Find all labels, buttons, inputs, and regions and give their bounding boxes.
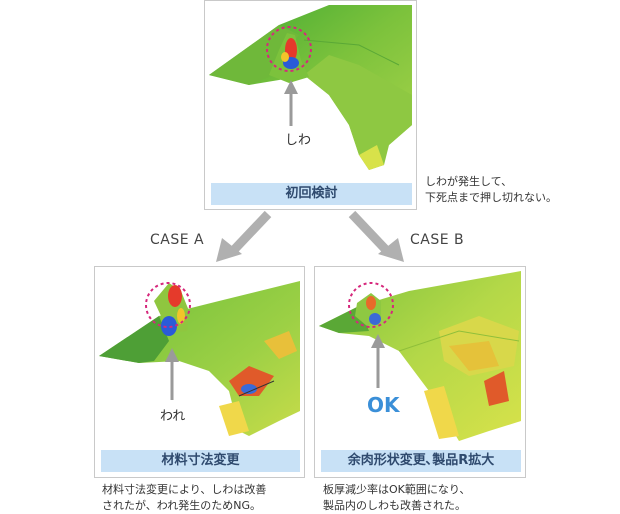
case-b-caption: 余肉形状変更､製品R拡大 (321, 450, 521, 472)
wrinkle-callout-label: しわ (285, 133, 312, 148)
initial-study-panel: 初回検討 しわ (204, 0, 417, 210)
case-a-caption: 材料寸法変更 (101, 450, 300, 472)
case-a-panel: 材料寸法変更 われ (94, 266, 305, 478)
arrow-to-case-b (348, 210, 404, 262)
ok-pointer-arrow (371, 334, 385, 388)
case-a-note: 材料寸法変更により、しわは改善 されたが、われ発生のためNG。 (102, 483, 267, 512)
case-a-simulation-image (99, 271, 300, 449)
initial-study-caption: 初回検討 (211, 183, 412, 205)
case-b-panel: 余肉形状変更､製品R拡大 OK (314, 266, 526, 478)
crack-callout-label: われ (160, 409, 186, 424)
initial-study-note: しわが発生して、 下死点まで押し切れない。 (425, 175, 557, 204)
case-b-label: CASE B (410, 232, 465, 248)
crack-highlight-ring (145, 282, 191, 328)
case-b-note: 板厚減少率はOK範囲になり、 製品内のしわも改善された。 (323, 483, 471, 512)
initial-study-simulation-image (209, 5, 412, 180)
ok-highlight-ring (348, 282, 394, 328)
ok-callout-label: OK (367, 393, 400, 417)
arrow-to-case-a (216, 210, 272, 262)
case-a-label: CASE A (150, 232, 205, 248)
wrinkle-pointer-arrow (284, 80, 298, 126)
wrinkle-highlight-ring (266, 26, 312, 72)
case-b-simulation-image (319, 271, 521, 449)
crack-pointer-arrow (165, 348, 179, 400)
